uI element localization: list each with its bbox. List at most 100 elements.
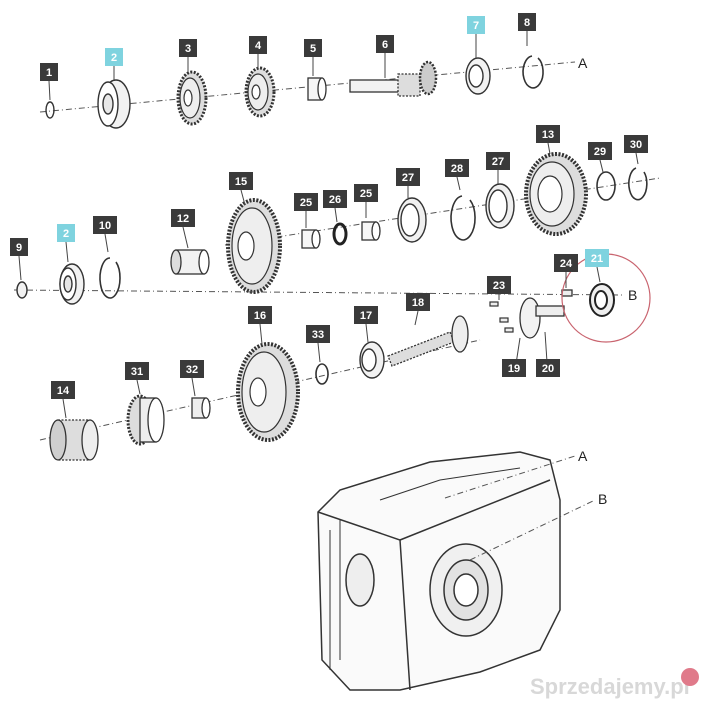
callout-tag-c18: 18 <box>406 293 430 326</box>
callout-box <box>588 142 612 160</box>
part-spacer-5 <box>307 77 327 101</box>
callout-number: 24 <box>560 258 573 270</box>
callout-number: 12 <box>177 213 189 225</box>
callout-number: 30 <box>630 139 642 151</box>
callout-number: 21 <box>591 253 603 265</box>
callout-box <box>486 152 510 170</box>
callout-tag-c2a: 2 <box>105 48 123 80</box>
callout-tag-c17: 17 <box>354 306 378 343</box>
part-synchro-31 <box>126 394 165 446</box>
part-shaft-18 <box>387 315 469 367</box>
callout-tag-c23: 23 <box>487 276 511 300</box>
callout-leader-line <box>259 323 263 345</box>
part-washer-9 <box>16 281 28 299</box>
callout-leader-line <box>48 80 51 101</box>
part-circlip-8 <box>522 55 544 89</box>
part-ring-27a <box>397 197 427 243</box>
callout-tag-c9: 9 <box>10 238 28 281</box>
part-bearing-7 <box>465 57 491 95</box>
transmission-housing <box>317 451 561 691</box>
callout-box <box>396 168 420 186</box>
callout-tag-c5: 5 <box>304 39 322 76</box>
callout-leader-line <box>65 241 69 263</box>
callout-tag-c8: 8 <box>518 13 536 46</box>
callout-box <box>229 172 253 190</box>
callout-leader-line <box>365 323 369 343</box>
shaft-axis-row3 <box>13 289 626 296</box>
callout-box <box>10 238 28 256</box>
part-spacer-25a <box>301 229 321 249</box>
callout-number: 26 <box>329 194 341 206</box>
callout-tag-c30: 30 <box>624 135 648 165</box>
callout-number: 31 <box>131 366 143 378</box>
part-gear-16 <box>236 342 300 442</box>
callout-leader-line <box>191 377 196 397</box>
shaft-axis-row2 <box>224 177 661 246</box>
callout-leader-line <box>456 176 461 191</box>
part-circlip-10 <box>99 257 121 299</box>
callout-tag-c24: 24 <box>554 254 578 288</box>
callout-tag-c3: 3 <box>179 39 197 72</box>
callout-number: 3 <box>185 43 191 55</box>
callout-box <box>171 209 195 227</box>
part-bearing-2b <box>59 263 85 305</box>
callout-box <box>487 276 511 294</box>
callout-box <box>406 293 430 311</box>
callout-tag-c32: 32 <box>180 360 204 397</box>
callout-box <box>306 325 330 343</box>
callout-box <box>105 48 123 66</box>
callout-box <box>585 249 609 267</box>
callout-number: 29 <box>594 146 606 158</box>
callout-leader-line <box>18 255 22 281</box>
callout-number: 25 <box>360 188 372 200</box>
part-ring-27b <box>485 183 515 229</box>
callout-leader-line <box>596 266 601 283</box>
callout-tag-c2b: 2 <box>57 224 75 263</box>
axis-letter-a-housing: A <box>578 448 588 464</box>
part-disc-19-20 <box>519 297 565 339</box>
callout-number: 25 <box>300 197 312 209</box>
part-pins-23 <box>489 301 514 333</box>
callout-tag-c1: 1 <box>40 63 58 101</box>
part-sleeve-12 <box>170 249 210 275</box>
part-seal-21 <box>589 283 615 317</box>
callout-leader-line <box>635 152 639 165</box>
callout-tag-c7: 7 <box>467 16 485 58</box>
housing-axis-a <box>444 455 576 499</box>
callout-number: 10 <box>99 220 111 232</box>
callout-tag-c29: 29 <box>588 142 612 173</box>
part-washer-33 <box>315 363 329 385</box>
callout-box <box>354 184 378 202</box>
callout-number: 23 <box>493 280 505 292</box>
callout-box <box>624 135 648 153</box>
watermark-text: Sprzedajemy.pl <box>530 674 690 699</box>
housing-axis-b <box>469 499 596 561</box>
callout-number: 2 <box>63 228 69 240</box>
callout-tag-c27b: 27 <box>486 152 510 184</box>
callout-box <box>304 39 322 57</box>
callout-tag-c14: 14 <box>51 381 75 419</box>
callout-box <box>57 224 75 242</box>
callout-number: 16 <box>254 310 266 322</box>
part-bearing-17 <box>359 341 385 379</box>
part-circlip-28 <box>450 195 476 241</box>
part-pin-24 <box>561 289 573 297</box>
callout-tag-c25b: 25 <box>354 184 378 218</box>
callout-box <box>354 306 378 324</box>
callout-number: 17 <box>360 310 372 322</box>
callout-leader-line <box>136 379 141 395</box>
part-circlip-30 <box>628 167 648 201</box>
callout-box <box>294 193 318 211</box>
callout-tag-c4: 4 <box>249 36 267 68</box>
callout-tag-c31: 31 <box>125 362 149 395</box>
callout-number: 7 <box>473 20 479 32</box>
part-shaft-6 <box>349 60 438 97</box>
callout-tag-c20: 20 <box>536 331 560 378</box>
callout-box <box>179 39 197 57</box>
callout-leader-line <box>240 189 246 206</box>
callout-box <box>93 216 117 234</box>
callout-number: 13 <box>542 129 554 141</box>
callout-tag-c33: 33 <box>306 325 330 363</box>
